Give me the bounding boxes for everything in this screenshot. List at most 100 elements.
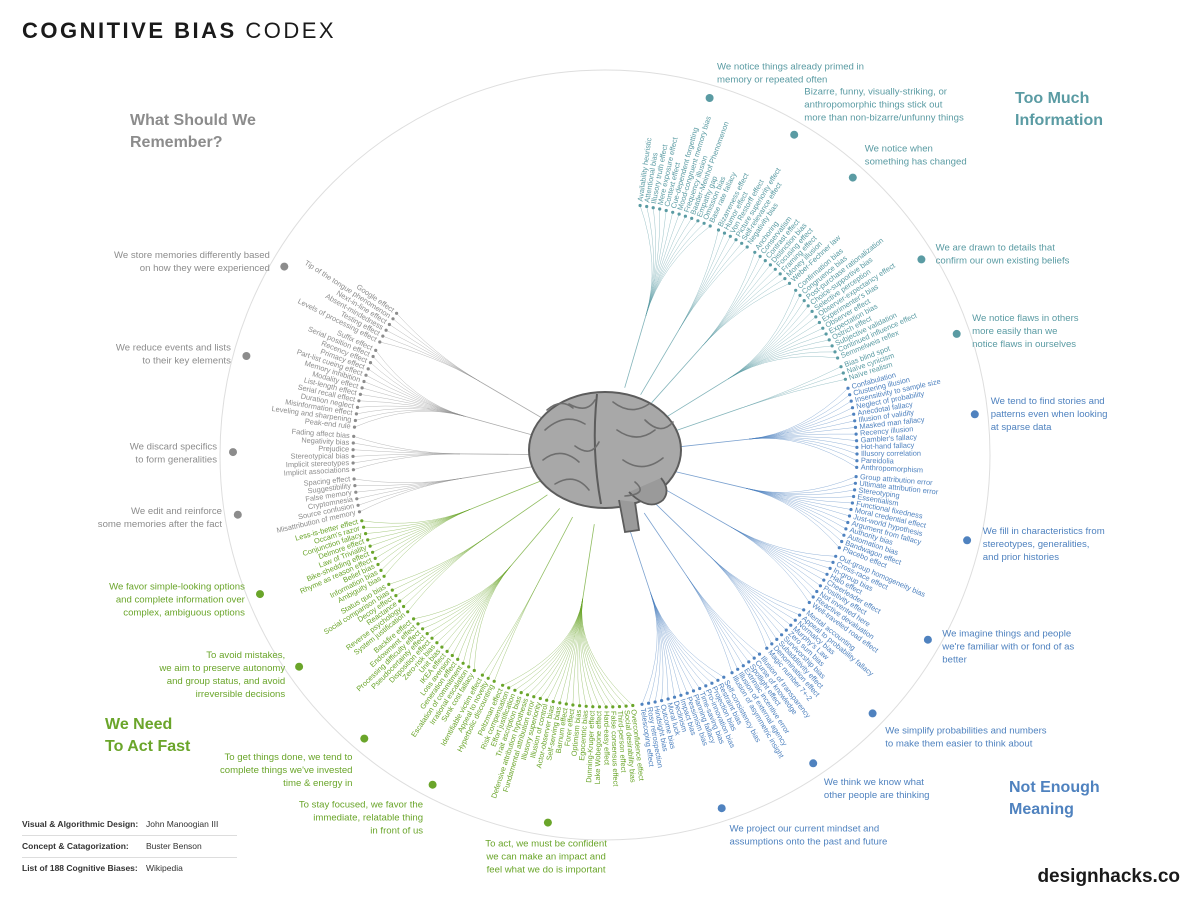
brain-fold <box>546 402 574 411</box>
fan-branch <box>641 592 658 705</box>
bias-dot <box>532 695 536 699</box>
bias-dot <box>728 234 732 238</box>
group-dot <box>428 780 437 789</box>
bias-dot <box>395 311 399 315</box>
fan-branch <box>358 478 462 506</box>
group-label-line: We fill in characteristics from <box>983 526 1105 537</box>
bias-dot <box>773 267 777 271</box>
fan-branch <box>353 442 461 455</box>
bias-dot <box>378 340 382 344</box>
group-label-line: We tend to find stories and <box>991 396 1105 407</box>
bias-dot <box>461 661 465 665</box>
bias-dot <box>839 365 843 369</box>
group-label-line: we aim to preserve autonomy <box>158 663 285 674</box>
bias-dot <box>351 468 355 472</box>
group-label-line: some memories after the fact <box>98 519 223 530</box>
bias-dot <box>810 309 814 313</box>
group-dot <box>256 590 264 599</box>
group-label-line: to form generalities <box>135 455 217 466</box>
fan-branch <box>749 437 858 455</box>
quadrant-title-line: Not Enough <box>1009 779 1100 796</box>
bias-dot <box>798 613 802 617</box>
bias-dot <box>747 660 751 664</box>
fan-branch <box>581 598 620 707</box>
bias-dot <box>730 671 734 675</box>
fan-branch <box>380 508 471 571</box>
bias-dot <box>842 533 846 537</box>
bias-dot <box>818 584 823 588</box>
group-label-line: confirm our own existing beliefs <box>936 256 1070 267</box>
bias-dot <box>849 507 853 512</box>
group-label-line: complex, ambiguous options <box>123 608 245 619</box>
bias-dot <box>855 459 859 463</box>
bias-dot <box>472 668 476 673</box>
group-label-line: We notice flaws in others <box>972 313 1079 324</box>
bias-dot <box>398 599 402 603</box>
fan-branch <box>403 537 486 607</box>
bias-dot <box>854 432 858 436</box>
bias-dot <box>852 494 856 499</box>
fan-branch <box>685 575 733 673</box>
fan-branch <box>407 537 486 612</box>
credit-row: List of 188 Cognitive Biases: Wikipedia <box>22 858 237 879</box>
bias-dot <box>734 238 738 242</box>
bias-dot <box>696 219 700 223</box>
bias-dot <box>353 418 357 423</box>
fan-branch <box>482 583 539 676</box>
bias-dot <box>647 701 651 705</box>
brain-fold <box>622 457 664 468</box>
fan-branch <box>701 283 790 348</box>
brain-fold <box>574 441 600 452</box>
bias-dot <box>802 299 806 303</box>
group-dot <box>280 262 289 271</box>
group-label-line: We simplify probabilities and numbers <box>885 726 1047 737</box>
group-dot <box>963 536 972 545</box>
fan-branch <box>370 362 466 417</box>
bias-dot <box>770 642 774 646</box>
bias-dot <box>352 477 356 481</box>
bias-dot <box>390 588 394 592</box>
group-label-line: and group status, and avoid <box>167 676 285 687</box>
fan-trunk <box>626 521 651 593</box>
bias-dot <box>787 281 792 285</box>
bias-dot <box>825 572 829 576</box>
bias-dot <box>480 673 484 677</box>
bias-dot <box>384 328 388 332</box>
bias-dot <box>382 574 386 578</box>
bias-dot <box>638 203 642 208</box>
bias-dot <box>368 361 373 365</box>
group-label-line: feel what we do is important <box>487 865 606 876</box>
bias-dot <box>387 322 391 327</box>
fan-branch <box>392 318 481 382</box>
group-label-line: We notice when <box>865 144 933 155</box>
fan-trunk <box>537 516 573 584</box>
bias-dot <box>672 695 677 699</box>
fan-branch <box>474 565 512 671</box>
bias-dot <box>677 212 681 216</box>
bias-dot <box>853 488 857 492</box>
bias-dot <box>394 594 398 598</box>
bias-dot <box>376 562 380 567</box>
fan-trunk <box>664 378 729 419</box>
group-label-line: To act, we must be confident <box>485 839 607 850</box>
fan-branch <box>392 537 486 591</box>
fan-branch <box>678 229 719 331</box>
group-label-line: patterns even when looking <box>991 409 1108 420</box>
fan-branch <box>354 410 466 428</box>
bias-dot <box>846 520 850 525</box>
fan-branch <box>746 488 847 530</box>
group-dot <box>790 130 799 139</box>
fan-branch <box>354 478 462 484</box>
group-label-line: immediate, relatable thing <box>313 812 423 823</box>
bias-dot <box>690 216 694 220</box>
group-dot <box>717 804 726 813</box>
bias-dot <box>840 539 844 544</box>
bias-dot <box>660 699 664 703</box>
bias-dot <box>501 683 505 687</box>
fan-branch <box>468 565 512 667</box>
fan-trunk <box>643 512 687 576</box>
